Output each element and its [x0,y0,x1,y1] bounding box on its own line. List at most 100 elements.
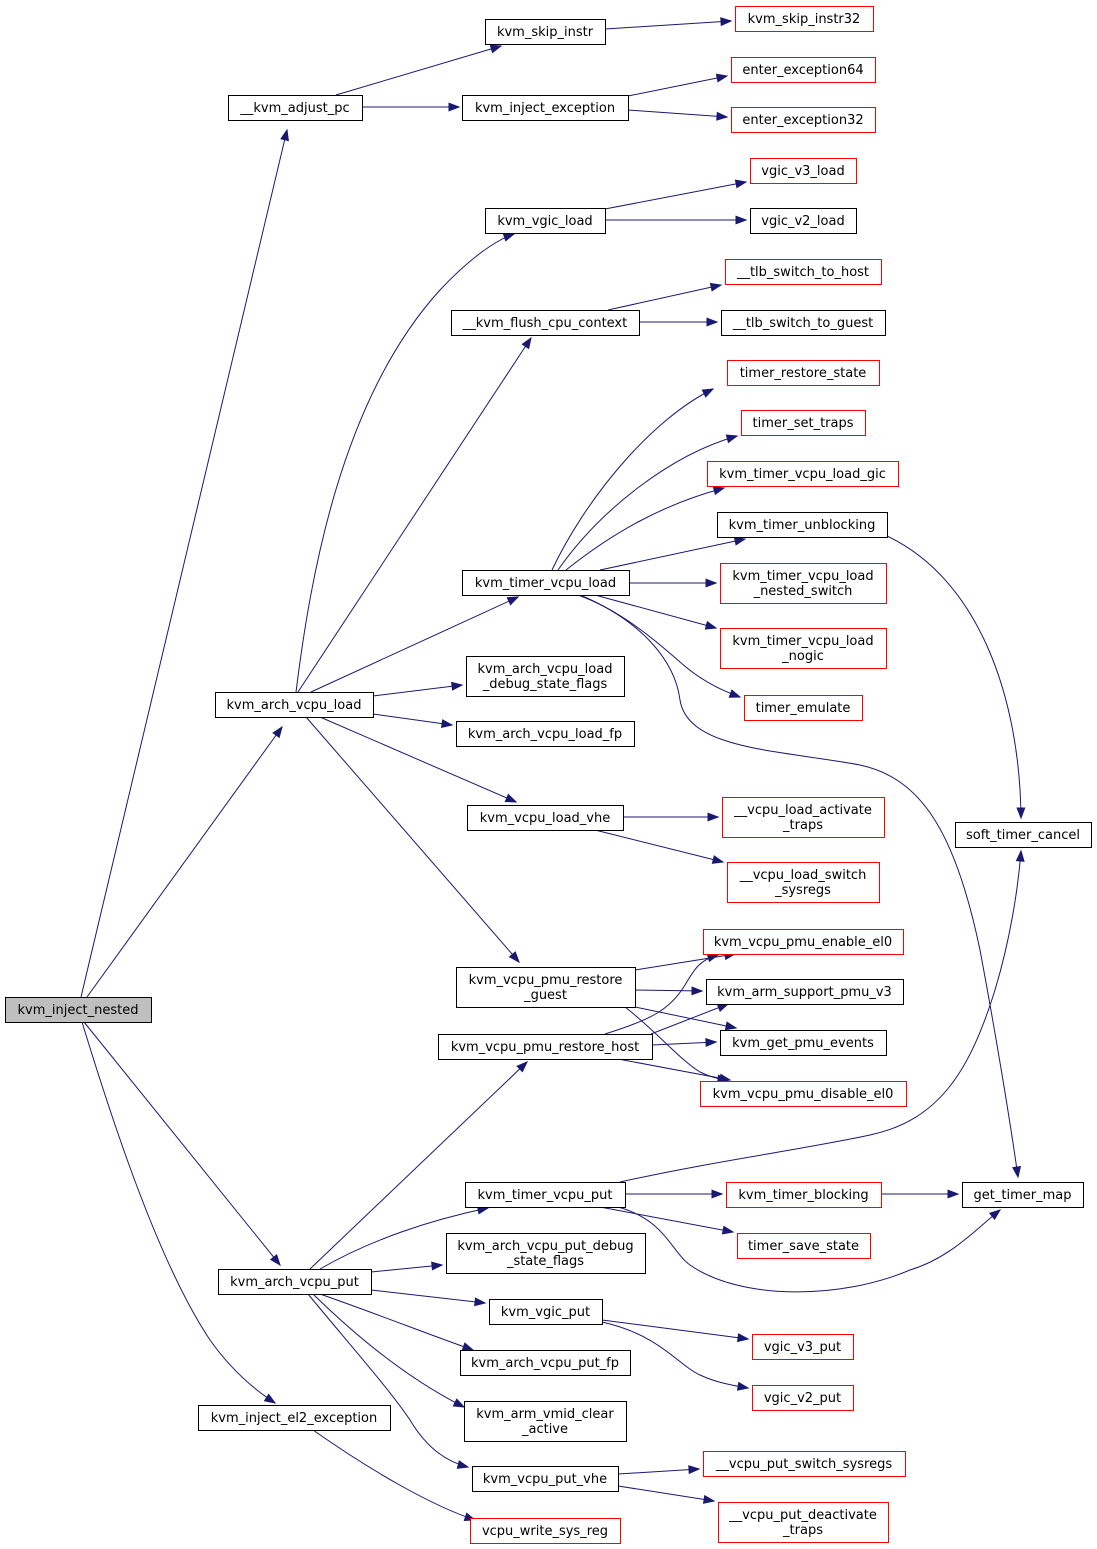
node-vgic-v2-load[interactable]: vgic_v2_load [750,208,857,234]
edge-line [372,684,463,697]
arrowhead-icon [1012,1165,1022,1179]
node-vcpu-put-deactivate-traps[interactable]: __vcpu_put_deactivate_traps [718,1502,889,1543]
node-vcpu-put-switch-sysregs[interactable]: __vcpu_put_switch_sysregs [703,1451,906,1477]
node-box [460,1350,631,1376]
node-kvm-vcpu-pmu-enable-el0[interactable]: kvm_vcpu_pmu_enable_el0 [703,929,904,955]
node-box [707,461,899,487]
edge-kvm_timer_vcpu_put-to-timer_save_state [599,1206,735,1235]
node-timer-set-traps[interactable]: timer_set_traps [741,410,866,436]
node-kvm-vcpu-pmu-restore-guest[interactable]: kvm_vcpu_pmu_restore_guest [456,967,636,1008]
edge-kvm_timer_vcpu_load-to-kvm_timer_unblocking [599,536,747,571]
node-kvm-timer-vcpu-load-nested-switch[interactable]: kvm_timer_vcpu_load_nested_switch [720,563,887,604]
edge-line [619,850,1022,1183]
node-box [700,1081,907,1107]
node-enter-exception64[interactable]: enter_exception64 [731,57,876,83]
node-label: timer_save_state [748,1239,859,1254]
edge-__kvm_adjust_pc-to-kvm_skip_instr [335,44,503,96]
edge-line [80,129,288,998]
node-timer-emulate[interactable]: timer_emulate [744,695,863,721]
node-kvm-vcpu-put-vhe[interactable]: kvm_vcpu_put_vhe [472,1466,619,1492]
node-timer-restore-state[interactable]: timer_restore_state [727,360,880,386]
node-label: kvm_skip_instr32 [748,12,861,27]
edge-line [310,596,519,693]
arrowhead-icon [451,681,464,691]
node-kvm-inject-exception[interactable]: kvm_inject_exception [462,95,629,121]
arrowhead-icon [702,1494,716,1504]
node-kvm-arch-vcpu-put[interactable]: kvm_arch_vcpu_put [218,1269,372,1295]
node-kvm-timer-vcpu-put[interactable]: kvm_timer_vcpu_put [465,1182,626,1208]
node-kvm-vcpu-load-vhe[interactable]: kvm_vcpu_load_vhe [467,805,624,831]
node-kvm-arm-vmid-clear-active[interactable]: kvm_arm_vmid_clear_active [464,1401,627,1442]
edge-line [604,181,747,210]
edge-kvm_vcpu_put_vhe-to-__vcpu_put_deactivate_traps [617,1485,716,1504]
node-kvm-timer-unblocking[interactable]: kvm_timer_unblocking [717,512,888,538]
node-box [731,57,876,83]
node-label: kvm_arch_vcpu_load [227,698,362,713]
node-label: __tlb_switch_to_host [736,265,869,280]
node-box [467,805,624,831]
node-kvm-arch-vcpu-load[interactable]: kvm_arch_vcpu_load [215,692,374,718]
node-soft-timer-cancel[interactable]: soft_timer_cancel [955,822,1092,848]
node-kvm-timer-vcpu-load-gic[interactable]: kvm_timer_vcpu_load_gic [707,461,899,487]
node-kvm-skip-instr32[interactable]: kvm_skip_instr32 [735,6,874,32]
arrowhead-icon [721,1225,735,1235]
node-kvm-arch-vcpu-put-fp[interactable]: kvm_arch_vcpu_put_fp [460,1350,631,1376]
arrowhead-icon [720,17,733,27]
node-vcpu-load-switch-sysregs[interactable]: __vcpu_load_switch_sysregs [727,862,880,903]
node-kvm-arm-support-pmu-v3[interactable]: kvm_arm_support_pmu_v3 [706,979,904,1005]
node-enter-exception32[interactable]: enter_exception32 [731,107,876,133]
node-vgic-v2-put[interactable]: vgic_v2_put [752,1385,854,1411]
edge-line [309,1061,528,1270]
node-get-timer-map[interactable]: get_timer_map [962,1182,1084,1208]
node-box [5,997,152,1023]
node-kvm-vgic-load[interactable]: kvm_vgic_load [485,208,606,234]
edge-kvm_arch_vcpu_load-to-kvm_vgic_load [295,233,516,693]
node-kvm-vgic-put[interactable]: kvm_vgic_put [489,1299,603,1325]
node-kvm-inject-el2-exception[interactable]: kvm_inject_el2_exception [198,1405,391,1431]
node-box [464,1401,627,1442]
node-kvm-skip-instr[interactable]: kvm_skip_instr [485,19,606,45]
arrowhead-icon [489,44,503,54]
node-timer-save-state[interactable]: timer_save_state [737,1233,871,1259]
edge-kvm_timer_vcpu_put-to-kvm_timer_blocking [625,1189,724,1199]
arrowhead-icon [704,620,718,630]
node-box [218,1269,372,1295]
node-vgic-v3-put[interactable]: vgic_v3_put [752,1334,854,1360]
node-kvm-arch-vcpu-put-debug-state-flags[interactable]: kvm_arch_vcpu_put_debug_state_flags [446,1233,646,1274]
node-vgic-v3-load[interactable]: vgic_v3_load [750,158,857,184]
edge-kvm_timer_vcpu_load-to-timer_set_traps [557,434,739,571]
arrowhead-icon [988,1209,1002,1221]
node-box [465,1182,626,1208]
node-box [451,310,640,336]
node-box [721,310,886,336]
node-kvm-get-pmu-events[interactable]: kvm_get_pmu_events [720,1030,887,1056]
node-kvm-adjust-pc[interactable]: __kvm_adjust_pc [228,95,363,121]
node-label: timer_emulate [756,701,851,716]
node-box [720,563,887,604]
node-box [735,6,874,32]
node-kvm-timer-vcpu-load[interactable]: kvm_timer_vcpu_load [462,570,630,596]
node-kvm-timer-vcpu-load-nogic[interactable]: kvm_timer_vcpu_load_nogic [720,628,887,669]
node-label: kvm_vcpu_pmu_restore_host [451,1040,639,1055]
node-label: _traps [782,1523,823,1538]
arrowhead-icon [709,282,723,292]
edge-kvm_inject_exception-to-enter_exception32 [627,109,729,121]
node-tlb-switch-to-host[interactable]: __tlb_switch_to_host [725,259,882,285]
node-label: _active [521,1422,568,1437]
node-label: _state_flags [506,1254,584,1269]
node-label: __vcpu_load_activate [733,803,872,818]
edge-kvm_arch_vcpu_load-to-__kvm_flush_cpu_context [297,336,532,693]
node-kvm-vcpu-pmu-restore-host[interactable]: kvm_vcpu_pmu_restore_host [438,1034,653,1060]
node-kvm-timer-blocking[interactable]: kvm_timer_blocking [726,1182,882,1208]
node-kvm-flush-cpu-context[interactable]: __kvm_flush_cpu_context [451,310,640,336]
node-kvm-vcpu-pmu-disable-el0[interactable]: kvm_vcpu_pmu_disable_el0 [700,1081,907,1107]
node-kvm-arch-vcpu-load-debug-state-flags[interactable]: kvm_arch_vcpu_load_debug_state_flags [466,656,625,697]
node-tlb-switch-to-guest[interactable]: __tlb_switch_to_guest [721,310,886,336]
node-label: _debug_state_flags [482,677,608,692]
node-vcpu-load-activate-traps[interactable]: __vcpu_load_activate_traps [722,797,885,838]
node-vcpu-write-sys-reg[interactable]: vcpu_write_sys_reg [470,1518,621,1544]
edge-kvm_timer_vcpu_load-to-get_timer_map [579,594,1022,1179]
node-box [215,692,374,718]
arrowhead-icon [688,1465,701,1475]
node-kvm-arch-vcpu-load-fp[interactable]: kvm_arch_vcpu_load_fp [456,721,635,747]
